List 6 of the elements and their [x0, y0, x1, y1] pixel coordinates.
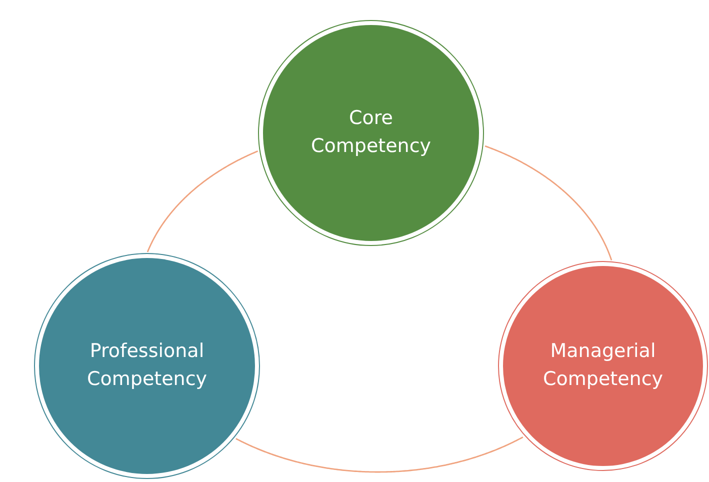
circle-label: Core Competency [310, 106, 432, 159]
circle-label: Professional Competency [86, 339, 208, 392]
connector-arc [236, 436, 524, 473]
connector-arc [146, 150, 258, 252]
circle-label: Managerial Competency [542, 339, 664, 392]
connector-arc [484, 145, 612, 260]
